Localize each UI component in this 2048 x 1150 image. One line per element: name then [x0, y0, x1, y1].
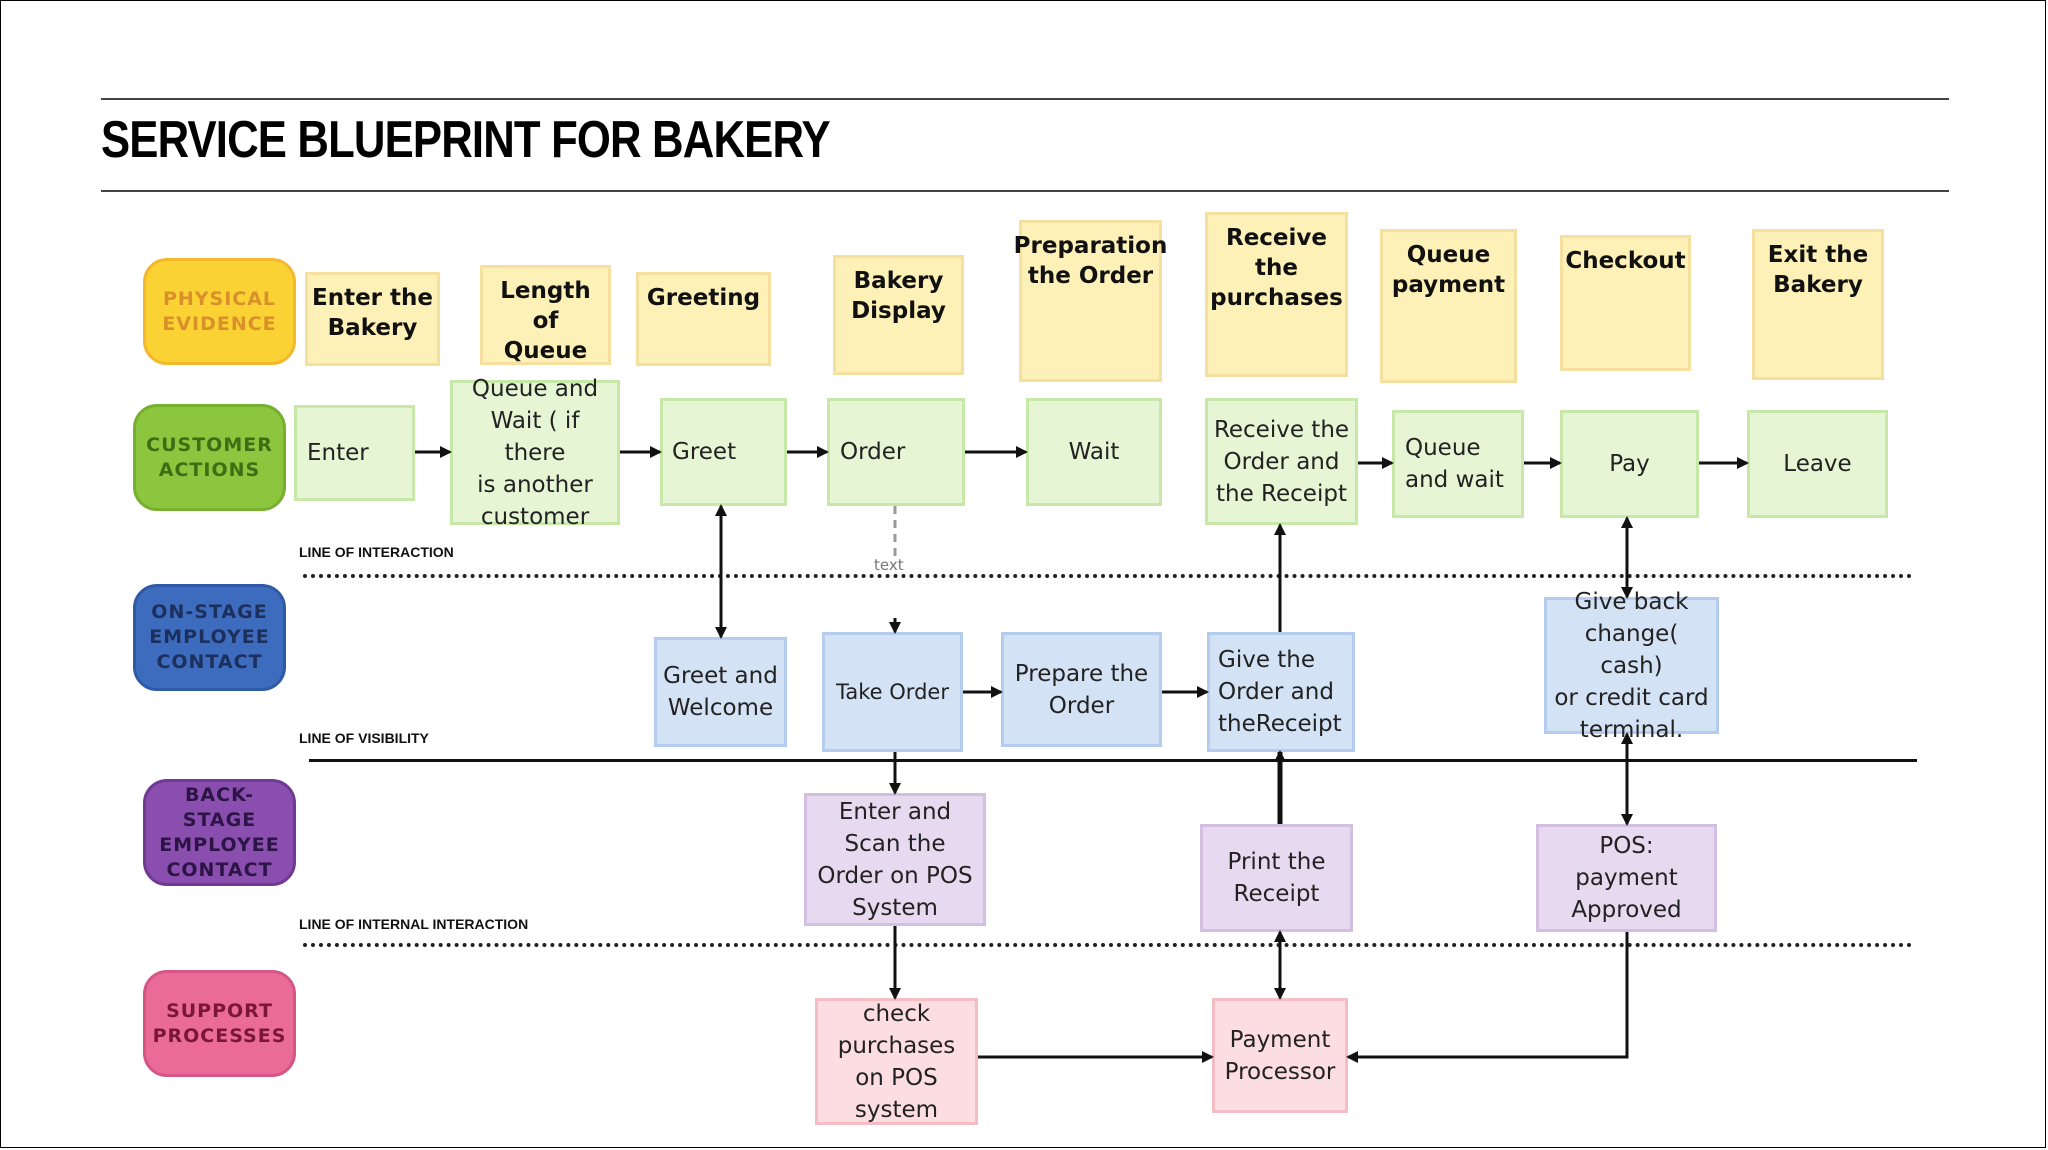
- lane-physical-evidence: PHYSICAL EVIDENCE: [143, 258, 296, 365]
- stray-text-label: text: [874, 556, 904, 574]
- sp-check-purchases-on-pos: check purchases on POS system: [815, 998, 978, 1125]
- bs-pos-payment-approved: POS: payment Approved: [1536, 824, 1717, 932]
- pe-enter-the-bakery: Enter the Bakery: [305, 272, 440, 366]
- pe-length-of-queue: Length of Queue: [480, 265, 611, 365]
- ca-queue-and-wait: Queue and Wait ( if there is another cus…: [450, 376, 620, 530]
- lane-customer-actions: CUSTOMER ACTIONS: [133, 404, 286, 511]
- arrow-pos-to-processor: [1346, 932, 1629, 1063]
- title-top-rule: [101, 98, 1949, 100]
- line-of-visibility-label: LINE OF VISIBILITY: [299, 730, 429, 746]
- line-of-visibility: [309, 759, 1917, 762]
- line-of-interaction: [303, 574, 1913, 578]
- pe-exit-the-bakery: Exit the Bakery: [1752, 229, 1884, 380]
- bs-print-the-receipt: Print the Receipt: [1200, 824, 1353, 932]
- pe-bakery-display: Bakery Display: [833, 255, 964, 375]
- slide-title: SERVICE BLUEPRINT FOR BAKERY: [101, 111, 831, 169]
- pe-receive-the-purchases: Receive the purchases: [1205, 212, 1348, 377]
- line-of-internal-interaction-label: LINE OF INTERNAL INTERACTION: [299, 916, 529, 932]
- pe-greeting: Greeting: [636, 272, 771, 366]
- line-of-internal-interaction: [303, 943, 1913, 947]
- line-of-interaction-label: LINE OF INTERACTION: [299, 544, 454, 560]
- ca-leave: Leave: [1747, 410, 1888, 518]
- lane-support-processes: SUPPORT PROCESSES: [143, 970, 296, 1077]
- lane-onstage-employee-contact: ON-STAGE EMPLOYEE CONTACT: [133, 584, 286, 691]
- lane-backstage-employee-contact: BACK-STAGE EMPLOYEE CONTACT: [143, 779, 296, 886]
- os-take-order: Take Order: [822, 632, 963, 752]
- ca-queue-and-wait-pay: Queue and wait: [1392, 410, 1524, 518]
- os-give-the-order-and-receipt: Give the Order and theReceipt: [1207, 632, 1355, 752]
- os-prepare-the-order: Prepare the Order: [1001, 632, 1162, 747]
- pe-preparation-the-order: Preparation the Order: [1014, 220, 1167, 382]
- ca-pay: Pay: [1560, 410, 1699, 518]
- os-greet-and-welcome: Greet and Welcome: [654, 637, 787, 747]
- title-bottom-rule: [101, 190, 1949, 192]
- pe-queue-payment: Queue payment: [1380, 229, 1517, 383]
- ca-enter: Enter: [294, 405, 415, 501]
- pe-checkout: Checkout: [1560, 235, 1691, 371]
- ca-receive-the-order: Receive the Order and the Receipt: [1205, 398, 1358, 525]
- os-give-back-change: Give back change( cash) or credit card t…: [1544, 589, 1719, 743]
